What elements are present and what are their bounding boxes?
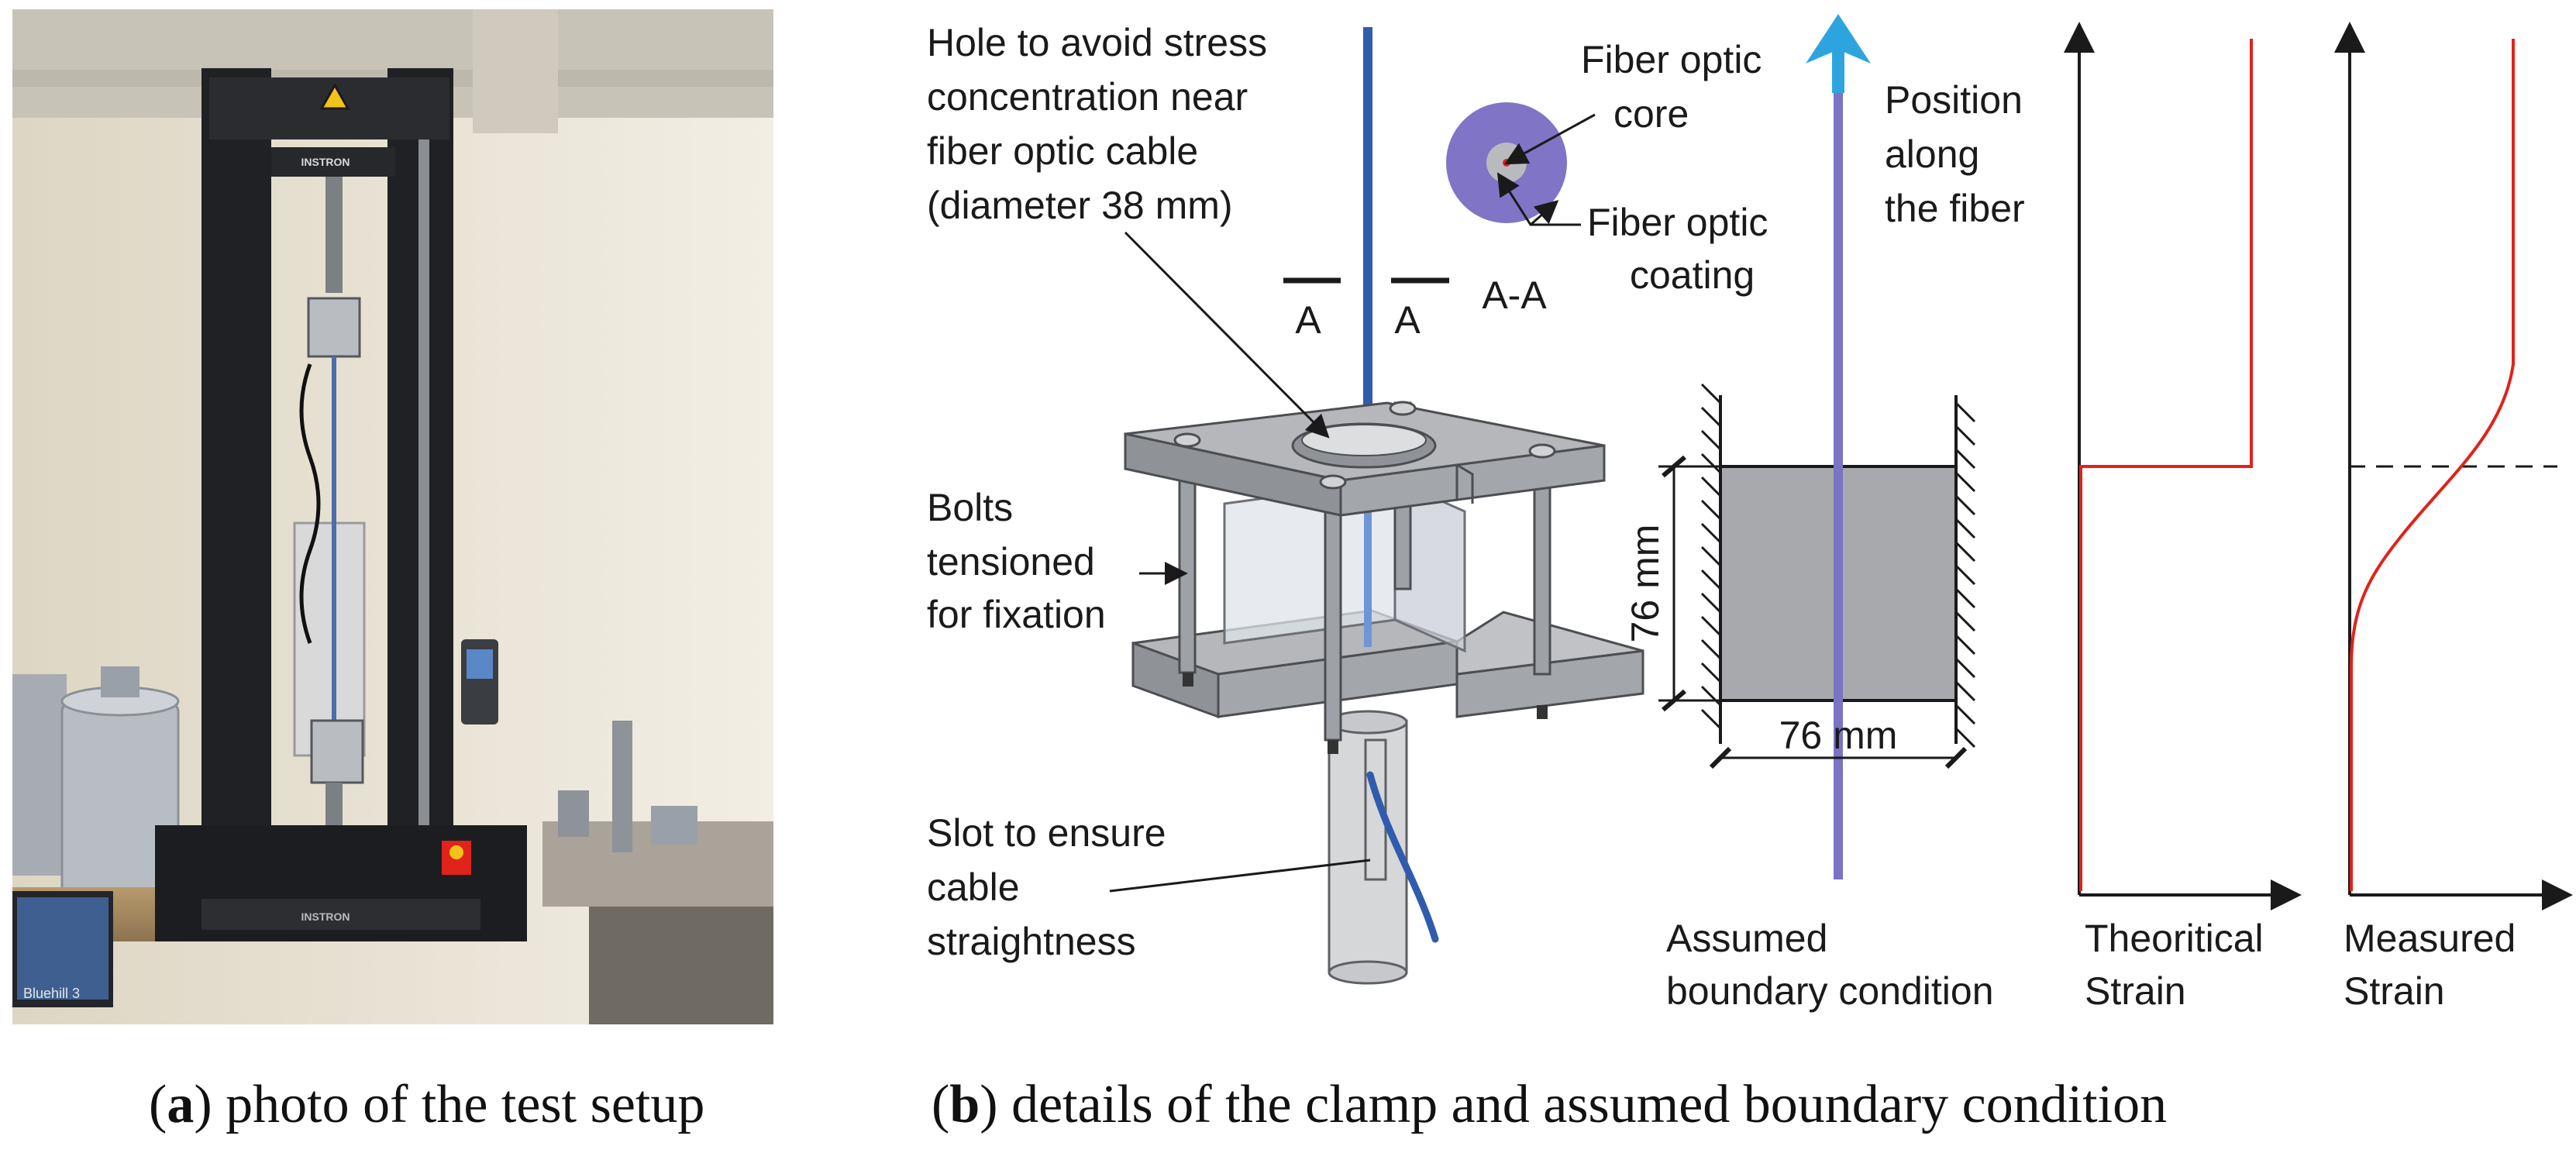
svg-text:cable: cable [927,866,1020,909]
position-arrow-icon [1806,14,1871,64]
height-dimension: 76 mm [1624,525,1667,643]
hatch-line [1700,499,1722,521]
boundary-condition: Position along the fiber 76 mm 76 mm Ass… [1624,14,2025,1013]
section-name: A-A [1482,274,1547,317]
svg-text:Bolts: Bolts [927,486,1013,529]
hatch-line [1954,518,1976,539]
svg-text:coating: coating [1630,253,1755,297]
svg-text:for fixation: for fixation [927,593,1106,636]
hatch-line [1700,406,1722,428]
fiber-inside-cube [1364,508,1372,647]
hatch-line [1700,638,1722,660]
hatch-line [1700,662,1722,683]
hatch-line [1700,708,1722,730]
panel-a-photo: INSTRON INSTRON Bluehill 3 [12,9,773,1024]
svg-text:Fiber optic: Fiber optic [1587,201,1768,244]
monitor-label: Bluehill 3 [23,986,80,1001]
caption-a: (a) photo of the test setup [149,1075,704,1134]
svg-text:Strain: Strain [2085,969,2186,1013]
hatch-line [1700,476,1722,497]
svg-text:tensioned: tensioned [927,540,1095,583]
measured-strain-curve [2350,39,2515,891]
svg-text:concentration near: concentration near [927,75,1248,119]
section-marker-right: A [1394,298,1421,342]
hatch-line [1954,587,1976,609]
hatch-line [1954,611,1976,632]
fiber-cable [1363,27,1372,508]
hatch-line [1954,727,1976,749]
svg-text:Strain: Strain [2344,969,2445,1013]
svg-text:the fiber: the fiber [1885,187,2025,230]
hatch-line [1700,383,1722,404]
hatch-line [1954,564,1976,586]
hatch-line [1700,569,1722,590]
crosshead-brand-label: INSTRON [301,156,350,168]
hatch-line [1954,425,1976,446]
hatch-line [1700,429,1722,451]
svg-text:straightness: straightness [927,920,1136,963]
caption-b: (b) details of the clamp and assumed bou… [932,1075,2167,1134]
hatch-line [1700,522,1722,544]
svg-text:Hole to avoid stress: Hole to avoid stress [927,21,1267,64]
measured-strain-label: Measured [2344,917,2516,960]
theoretical-strain-curve [2079,39,2253,891]
svg-text:along: along [1885,133,1979,176]
section-marks: A A A-A [1283,274,1547,342]
hole-label: Hole to avoid stress concentration near … [927,21,1330,439]
section-marker-left: A [1295,298,1321,342]
svg-text:boundary condition: boundary condition [1666,969,1994,1013]
hatch-line [1700,546,1722,567]
hatch-line [1954,448,1976,470]
svg-text:Fiber optic: Fiber optic [1581,38,1762,81]
theoretical-strain-plot: Theoritical Strain [2064,22,2302,1013]
base-brand-label: INSTRON [301,910,350,923]
svg-text:Slot to ensure: Slot to ensure [927,811,1166,855]
hatch-line [1954,634,1976,656]
svg-text:core: core [1613,92,1689,136]
hatch-line [1954,494,1976,516]
slot-label: Slot to ensure cable straightness [927,811,1371,963]
wall-hatch-left [1700,383,1722,730]
hatch-line [1700,685,1722,707]
fiber-core [1503,159,1510,167]
hatch-line [1954,541,1976,563]
svg-text:fiber optic cable: fiber optic cable [927,129,1198,173]
cable-exit [1366,771,1439,943]
hatch-line [1954,657,1976,679]
width-dimension: 76 mm [1779,714,1898,757]
boundary-caption: Assumed [1666,917,1827,960]
hatch-line [1954,471,1976,493]
theoretical-strain-label: Theoritical [2085,917,2264,960]
hatch-line [1954,401,1976,423]
bolt [1324,483,1342,742]
hatch-line [1700,592,1722,614]
wall-hatch-right [1954,401,1976,749]
hatch-line [1700,453,1722,474]
bolts-label: Bolts tensioned for fixation [927,486,1188,636]
fiber-cross-section: Fiber optic core Fiber optic coating [1446,38,1768,297]
svg-text:(diameter 38 mm): (diameter 38 mm) [927,184,1233,227]
clamp-drawing [1124,27,1644,985]
position-label: Position [1885,78,2023,122]
hatch-line [1954,704,1976,725]
hatch-line [1954,680,1976,702]
hatch-line [1700,615,1722,637]
bolt [1178,462,1197,674]
measured-strain-plot: Measured Strain [2334,22,2573,1013]
